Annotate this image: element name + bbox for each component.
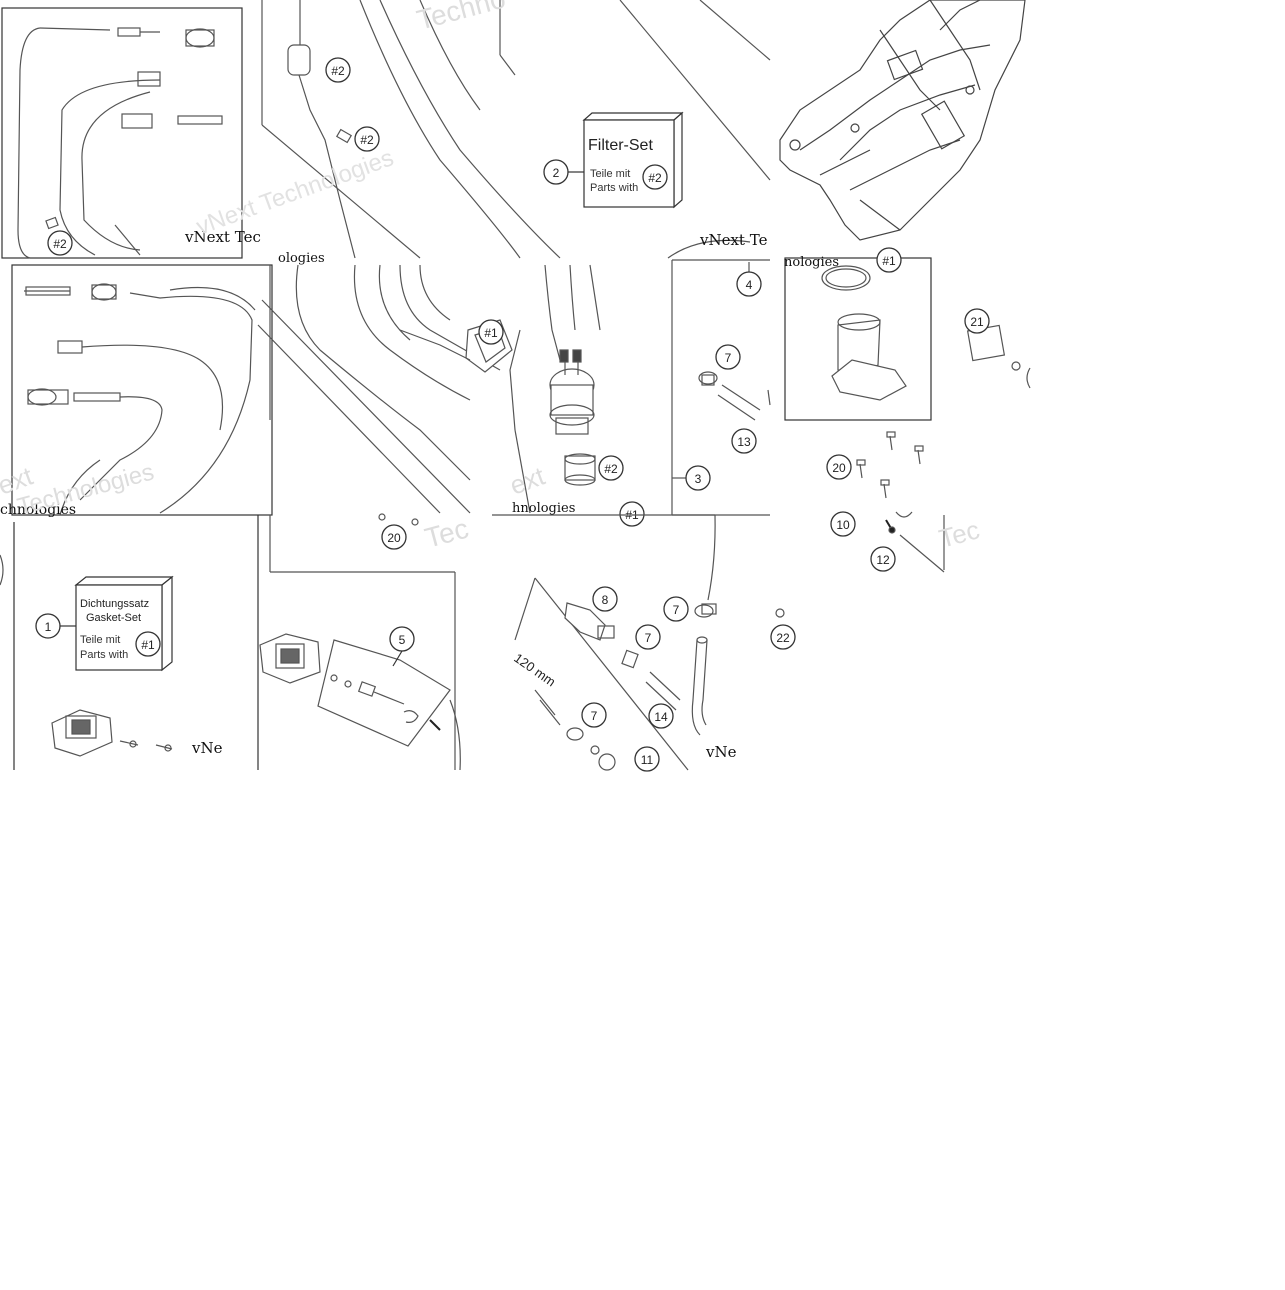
callout-text: #2 — [604, 462, 618, 476]
tile-top-left — [1, 7, 243, 259]
callout-h1b: #1 — [619, 501, 645, 527]
callout-text: 7 — [725, 351, 732, 365]
callout-text: #2 — [331, 64, 345, 78]
kit-line1: Teile mit — [80, 634, 120, 646]
watermark: vNext Tec — [184, 228, 261, 246]
kit-ref: #1 — [141, 638, 155, 652]
callout-c4: 4 — [736, 271, 762, 297]
kit-callout: 1 — [45, 620, 52, 634]
callout-text: 7 — [645, 631, 652, 645]
kit-title: Filter-Set — [588, 137, 653, 154]
callout-text: 5 — [399, 633, 406, 647]
callout-c7c: 7 — [635, 624, 661, 650]
callout-c11: 11 — [634, 746, 660, 772]
kit-title1: Dichtungssatz — [80, 598, 149, 610]
callout-c20a: 20 — [826, 454, 852, 480]
kit-title2: Gasket-Set — [86, 612, 141, 624]
callout-c5: 5 — [389, 626, 415, 667]
callout-text: 21 — [970, 315, 984, 329]
tile-far-right — [784, 257, 1031, 573]
callout-text: 7 — [591, 709, 598, 723]
tile-middle-center — [269, 264, 601, 514]
callout-c7a: 7 — [715, 344, 741, 370]
watermark: vNext Te — [699, 231, 768, 249]
callout-text: #1 — [882, 254, 896, 268]
kit-line2: Parts with — [590, 182, 638, 194]
tile-top-middle — [261, 0, 771, 259]
callout-text: #1 — [484, 326, 498, 340]
callout-text: #2 — [53, 237, 67, 251]
watermark: Tec — [422, 513, 472, 554]
callout-c3: 3 — [685, 465, 711, 491]
callout-text: 7 — [673, 603, 680, 617]
kit-callout: 2 — [553, 166, 560, 180]
watermark: vNext Technologies — [193, 144, 397, 240]
callout-text: 13 — [737, 435, 751, 449]
callout-c10: 10 — [830, 511, 856, 537]
callout-h2c: #2 — [354, 126, 380, 152]
callout-text: 12 — [876, 553, 890, 567]
callout-h1a: #1 — [478, 319, 504, 345]
watermark: vNe — [191, 739, 223, 757]
callout-c22: 22 — [770, 624, 796, 650]
callout-text: #2 — [360, 133, 374, 147]
callout-c7d: 7 — [581, 702, 607, 728]
watermark: Tec — [936, 514, 983, 553]
callout-text: 14 — [654, 710, 668, 724]
callout-c12: 12 — [870, 546, 896, 572]
callout-c7b: 7 — [663, 596, 689, 622]
watermark: chnologies — [0, 502, 76, 518]
watermark: nologies — [784, 255, 839, 270]
watermark: hnologies — [512, 501, 575, 516]
kit-line2: Parts with — [80, 649, 128, 661]
callout-c13: 13 — [731, 428, 757, 454]
watermark: vNe — [705, 743, 737, 761]
tile-middle-right — [667, 239, 771, 516]
callout-text: 8 — [602, 593, 609, 607]
watermark: ext — [506, 460, 550, 500]
watermark: Technologies — [15, 458, 157, 520]
callout-c14: 14 — [648, 703, 674, 729]
callout-h2b: #2 — [325, 57, 351, 83]
callout-text: 4 — [746, 278, 753, 292]
callout-text: 22 — [776, 631, 790, 645]
tile-bottom-left — [0, 522, 173, 770]
gasket-set-kit: Dichtungssatz Gasket-Set Teile mit Parts… — [35, 575, 174, 672]
dimension-label: 120 mm — [511, 650, 558, 689]
callout-h2a: #2 — [47, 230, 73, 256]
tile-bottom-middle — [257, 513, 461, 771]
callout-text: 3 — [695, 472, 702, 486]
callout-h1c: #1 — [876, 247, 902, 273]
tile-top-right-frame — [779, 0, 1026, 241]
watermark: Techno — [414, 0, 509, 36]
callout-c8: 8 — [592, 586, 618, 612]
callout-text: 11 — [641, 753, 654, 767]
filter-set-kit: Filter-Set Teile mit Parts with #2 2 — [543, 111, 684, 209]
callout-text: 20 — [387, 531, 401, 545]
callout-c20b: 20 — [381, 524, 407, 550]
tile-middle-left — [11, 264, 471, 516]
watermark: ologies — [278, 251, 325, 266]
kit-line1: Teile mit — [590, 168, 630, 180]
tile-bottom-right — [492, 514, 785, 771]
callout-text: 20 — [832, 461, 846, 475]
kit-ref: #2 — [648, 171, 662, 185]
callout-text: 10 — [836, 518, 850, 532]
callout-c21: 21 — [964, 308, 990, 334]
callout-h2d: #2 — [598, 455, 624, 481]
